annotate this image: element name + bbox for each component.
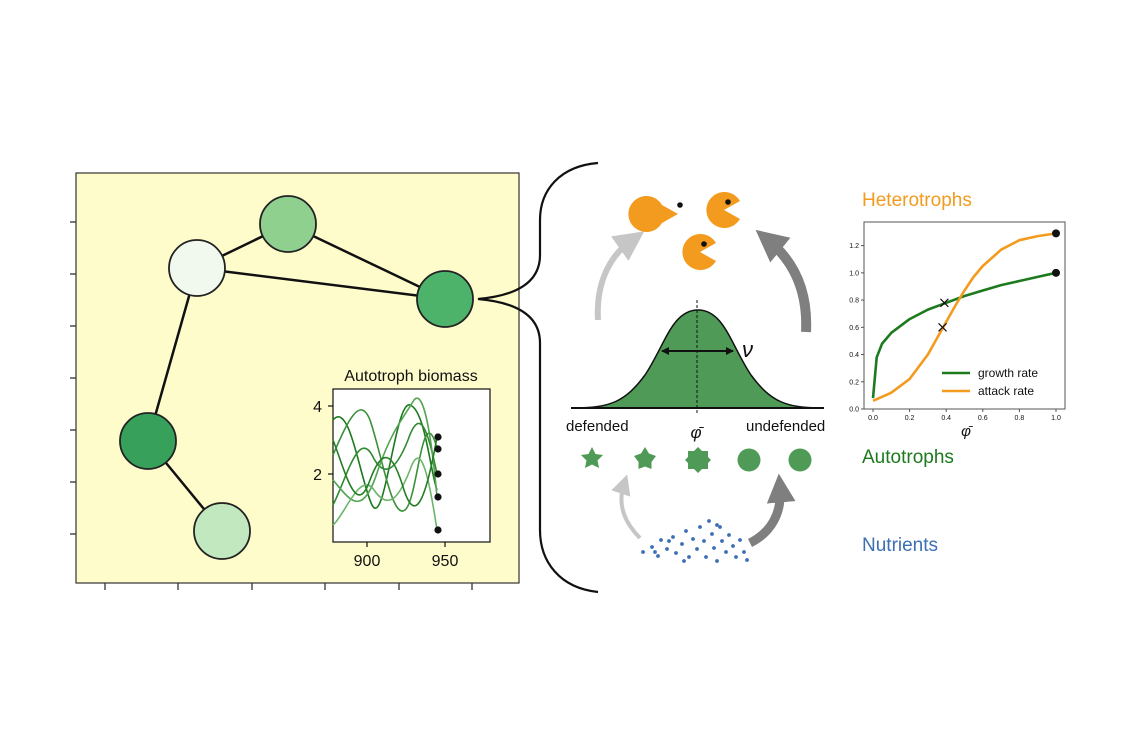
edge (146, 267, 199, 442)
legend-label-growth: growth rate (978, 366, 1038, 380)
inset-line (332, 404, 438, 509)
trait-distribution (572, 309, 824, 409)
network-nodes (119, 195, 474, 560)
edge (287, 222, 446, 301)
x-tick-label: 1.0 (1051, 415, 1061, 422)
nu-label: ν (742, 337, 753, 362)
inset-ytick-label: 4 (313, 399, 322, 416)
arrow-dark-up (755, 229, 812, 333)
x-tick-label: 0.4 (941, 415, 951, 422)
edge (196, 266, 446, 301)
inset-series (332, 397, 438, 531)
phi-label: φ̄ (690, 423, 704, 442)
inset-line (332, 397, 438, 503)
legend-label-attack: attack rate (978, 384, 1034, 398)
autotroph-star-icon (634, 447, 656, 469)
x-tick-label: 0.8 (1015, 415, 1025, 422)
autotrophs-label: Autotrophs (862, 447, 954, 468)
rate-chart-plot-area (863, 221, 1066, 410)
network-node (193, 502, 251, 560)
y-tick-label: 0.6 (849, 325, 859, 332)
autotroph-round-icon (788, 448, 812, 472)
x-tick-label: 0.6 (978, 415, 988, 422)
heterotroph-icons (628, 192, 740, 270)
nutrient-dots (641, 519, 749, 563)
x-tick-label: 0.2 (905, 415, 915, 422)
cross-marker (939, 298, 949, 308)
x-tick-label: 0.0 (868, 415, 878, 422)
cross-marker (938, 322, 947, 332)
rate-chart-xlabel: φ̄ (961, 423, 974, 440)
inset-line (332, 436, 438, 507)
rate-chart-legend: growth rate attack rate (942, 366, 1038, 398)
heterotroph-icon (682, 234, 716, 270)
inset-xtick-label: 900 (354, 553, 381, 570)
end-dot-marker (1052, 268, 1060, 277)
y-tick-label: 0.2 (849, 379, 859, 386)
y-tick-label: 1.0 (849, 270, 859, 277)
network-node (259, 195, 317, 253)
inset-ticks (328, 405, 446, 547)
autotroph-cog-icon (685, 447, 711, 473)
heterotroph-icon (628, 196, 683, 232)
inset-title: Autotroph biomass (344, 368, 477, 385)
y-tick-label: 1.2 (849, 243, 859, 250)
y-tick-label: 0.4 (849, 352, 859, 359)
autotroph-icons (581, 447, 812, 473)
series-line-attack-rate (872, 232, 1057, 402)
undefended-label: undefended (746, 418, 825, 435)
inset-ytick-label: 2 (313, 467, 322, 484)
inset-line (332, 422, 438, 506)
autotroph-star-icon (581, 447, 603, 468)
defended-label: defended (566, 418, 629, 435)
network-left-ticks (70, 221, 76, 535)
arrow-dark-nutrient (747, 473, 796, 548)
inset-end-markers (434, 433, 442, 534)
arrow-light-nutrient (611, 474, 642, 540)
network-node (119, 412, 177, 470)
end-dot-marker (1052, 229, 1060, 238)
autotroph-round-icon (737, 448, 761, 472)
inset-line (332, 457, 438, 531)
network-node (416, 270, 474, 328)
network-node (168, 239, 226, 297)
nutrients-label: Nutrients (862, 535, 939, 556)
y-tick-label: 0.8 (849, 298, 859, 305)
inset-xtick-label: 950 (432, 553, 459, 570)
heterotrophs-label: Heterotrophs (862, 190, 972, 211)
series-line-growth-rate (871, 271, 1057, 399)
inset-line (332, 409, 438, 512)
y-tick-label: 0.0 (849, 407, 859, 414)
arrow-light-up (594, 231, 645, 321)
network-bottom-ticks (104, 583, 473, 590)
curly-brace (477, 161, 599, 594)
heterotroph-icon (706, 192, 740, 228)
